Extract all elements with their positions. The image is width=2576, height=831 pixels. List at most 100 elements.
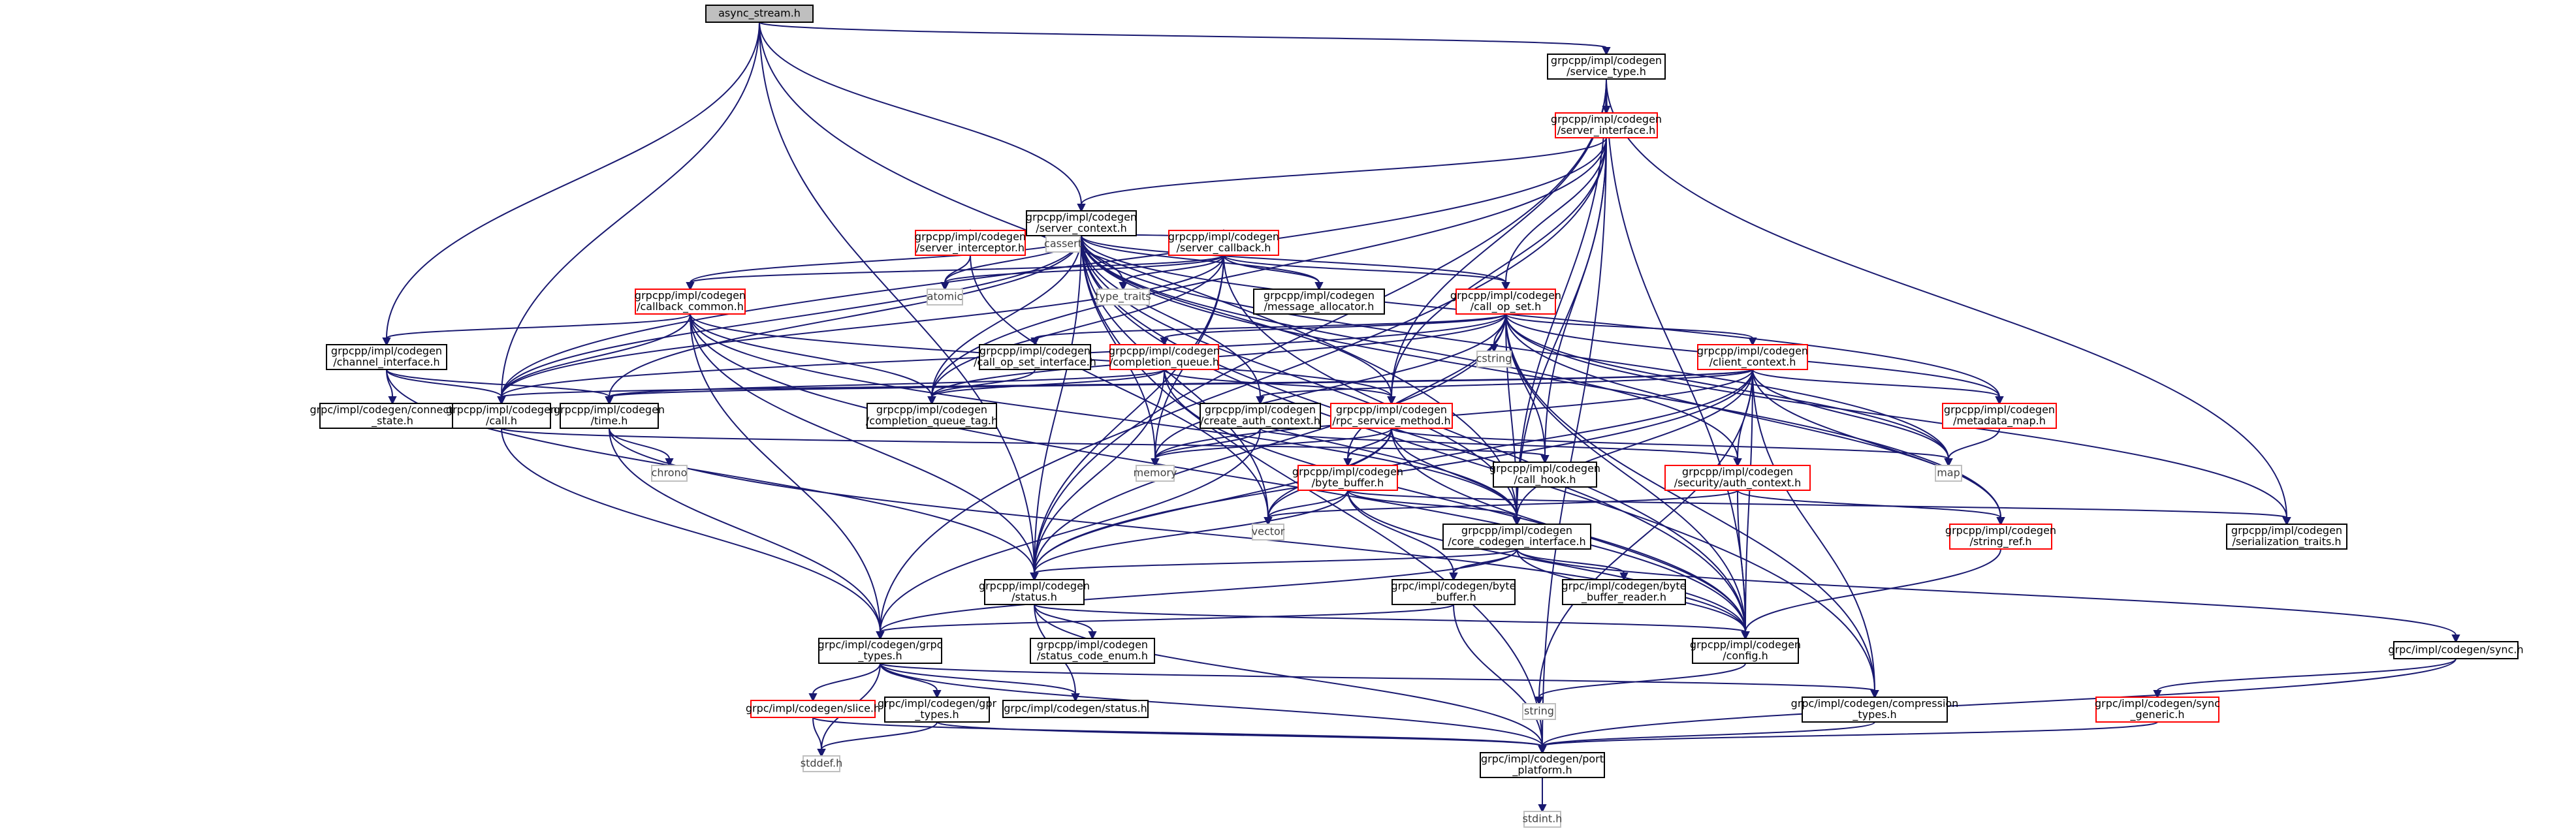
edge-line <box>1223 255 1506 283</box>
arrowhead <box>1995 396 2004 405</box>
node-callback-common[interactable]: grpcpp/impl/codegen/callback_common.h <box>635 289 746 315</box>
node-label: grpc/impl/codegen/sync <box>2095 697 2220 710</box>
node-label: grpc/impl/codegen/connectivity <box>310 403 475 416</box>
edge-create_auth_context-to-auth_context <box>1260 428 1742 467</box>
node-string-ref[interactable]: grpcpp/impl/codegen/string_ref.h <box>1945 524 2056 550</box>
node-label: async_stream.h <box>718 7 801 20</box>
edge-line <box>1034 490 1348 574</box>
node-box <box>1692 638 1799 664</box>
node-label: grpcpp/impl/codegen <box>1026 211 1137 223</box>
node-connectivity-state[interactable]: grpc/impl/codegen/connectivity_state.h <box>310 403 475 429</box>
node-call-op-set-interface[interactable]: grpcpp/impl/codegen/call_op_set_interfac… <box>974 344 1096 370</box>
node-call[interactable]: grpcpp/impl/codegen/call.h <box>446 403 557 429</box>
node-byte-buffer[interactable]: grpcpp/impl/codegen/byte_buffer.h <box>1292 465 1403 491</box>
edge-line <box>690 313 1746 633</box>
arrowhead <box>1996 517 2005 526</box>
node-port-platform[interactable]: grpc/impl/codegen/port_platform.h <box>1480 752 1605 778</box>
node-label: /completion_queue_tag.h <box>866 415 998 428</box>
node-label: stddef.h <box>801 757 842 770</box>
node-rpc-service-method[interactable]: grpcpp/impl/codegen/rpc_service_method.h <box>1330 403 1453 429</box>
node-slice[interactable]: grpc/impl/codegen/slice.h <box>746 700 880 718</box>
node-auth-context[interactable]: grpcpp/impl/codegen/security/auth_contex… <box>1664 465 1811 491</box>
node-box <box>1030 638 1155 664</box>
node-grpc-status[interactable]: grpc/impl/codegen/status.h <box>1002 700 1149 718</box>
node-label: grpcpp/impl/codegen <box>979 580 1090 592</box>
node-byte-buffer-reader[interactable]: grpc/impl/codegen/byte_buffer_reader.h <box>1562 579 1687 605</box>
node-status[interactable]: grpcpp/impl/codegen/status.h <box>979 579 1090 605</box>
edge-line <box>1081 235 2000 398</box>
node-label: chrono <box>652 467 688 479</box>
edge-line <box>1081 235 1392 398</box>
node-cstring: cstring <box>1476 351 1512 368</box>
node-label: _buffer.h <box>1430 591 1476 604</box>
edge-line <box>1505 313 1746 633</box>
node-serialization-traits[interactable]: grpcpp/impl/codegen/serialization_traits… <box>2226 524 2347 550</box>
edge-line <box>501 137 1607 398</box>
edge-line <box>1752 369 1949 460</box>
node-metadata-map[interactable]: grpcpp/impl/codegen/metadata_map.h <box>1942 403 2057 429</box>
node-box <box>1697 344 1808 370</box>
node-box <box>1949 524 2052 550</box>
node-server-interceptor[interactable]: grpcpp/impl/codegen/server_interceptor.h <box>915 230 1026 256</box>
node-client-context[interactable]: grpcpp/impl/codegen/client_context.h <box>1697 344 1808 370</box>
node-message-allocator[interactable]: grpcpp/impl/codegen/message_allocator.h <box>1253 289 1385 315</box>
edge-byte_buffer-to-status <box>1030 490 1348 582</box>
node-call-op-set[interactable]: grpcpp/impl/codegen/call_op_set.h <box>1450 289 1561 315</box>
node-gpr-types[interactable]: grpc/impl/codegen/gpr_types.h <box>878 697 997 723</box>
node-config[interactable]: grpcpp/impl/codegen/config.h <box>1690 638 1801 664</box>
edge-line <box>931 369 1036 398</box>
node-server-interface[interactable]: grpcpp/impl/codegen/server_interface.h <box>1551 112 1662 138</box>
node-box <box>1200 403 1321 429</box>
arrowhead <box>1538 745 1547 755</box>
node-core-codegen-interface[interactable]: grpcpp/impl/codegen/core_codegen_interfa… <box>1442 524 1591 550</box>
edge-line <box>1542 721 2158 747</box>
edge-line <box>880 548 1518 633</box>
node-label: _types.h <box>914 708 959 721</box>
edge-line <box>759 22 1518 518</box>
edge-completion_queue-to-completion_queue_tag <box>927 369 1165 405</box>
edge-line <box>1347 428 1392 460</box>
node-status-code-enum[interactable]: grpcpp/impl/codegen/status_code_enum.h <box>1030 638 1155 664</box>
edge-line <box>1267 490 1738 518</box>
edge-line <box>1347 490 2287 518</box>
node-label: /client_context.h <box>1709 356 1796 369</box>
arrowhead <box>1619 572 1629 582</box>
node-label: cassert <box>1044 238 1082 250</box>
node-label: /server_interface.h <box>1557 124 1656 137</box>
edge-line <box>690 313 881 633</box>
node-time[interactable]: grpcpp/impl/codegen/time.h <box>554 403 665 429</box>
node-label: cstring <box>1476 353 1512 365</box>
node-grpc-byte-buffer[interactable]: grpc/impl/codegen/byte_buffer.h <box>1391 579 1516 605</box>
node-sync[interactable]: grpc/impl/codegen/sync.h <box>2388 641 2524 659</box>
node-call-hook[interactable]: grpcpp/impl/codegen/call_hook.h <box>1489 462 1600 488</box>
edge-line <box>501 428 881 633</box>
arrowhead <box>388 396 397 405</box>
node-service-type[interactable]: grpcpp/impl/codegen/service_type.h <box>1547 54 1666 80</box>
node-label: /string_ref.h <box>1969 535 2031 548</box>
node-label: _types.h <box>857 650 902 663</box>
node-map: map <box>1935 465 1962 482</box>
node-async-stream[interactable]: async_stream.h <box>705 5 814 23</box>
node-box <box>651 465 688 482</box>
node-channel-interface[interactable]: grpcpp/impl/codegen/channel_interface.h <box>326 344 447 370</box>
node-compression-types[interactable]: grpc/impl/codegen/compression_types.h <box>1791 697 1959 723</box>
edge-async_stream-to-call <box>497 22 760 405</box>
node-label: /service_type.h <box>1566 65 1646 78</box>
node-box <box>803 755 840 772</box>
edge-server_callback-to-message_allocator <box>1223 255 1324 291</box>
node-server-context[interactable]: grpcpp/impl/codegen/server_context.h <box>1026 210 1137 236</box>
node-create-auth-context[interactable]: grpcpp/impl/codegen/create_auth_context.… <box>1200 403 1321 429</box>
node-grpc-types[interactable]: grpc/impl/codegen/grpc_types.h <box>818 638 943 664</box>
edge-line <box>1516 369 1753 518</box>
node-label: grpcpp/impl/codegen <box>1205 403 1316 416</box>
node-completion-queue[interactable]: grpcpp/impl/codegen/completion_queue.h <box>1109 344 1220 370</box>
node-sync-generic[interactable]: grpc/impl/codegen/sync_generic.h <box>2095 697 2220 723</box>
node-server-callback[interactable]: grpcpp/impl/codegen/server_callback.h <box>1168 230 1279 256</box>
edge-rpc_service_method-to-byte_buffer <box>1343 428 1392 467</box>
edge-line <box>880 428 1261 633</box>
node-box <box>1547 54 1666 80</box>
edge-line <box>1034 548 1518 574</box>
edge-line <box>1516 137 1607 518</box>
arrowhead <box>927 396 936 405</box>
node-completion-queue-tag[interactable]: grpcpp/impl/codegen/completion_queue_tag… <box>866 403 998 429</box>
